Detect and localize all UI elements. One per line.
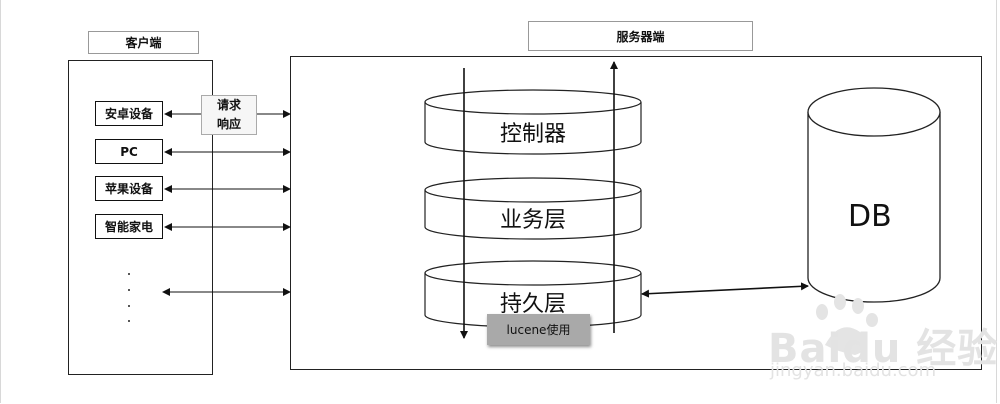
- layer-label-controller: 控制器: [499, 122, 566, 147]
- baidu-paw-icon: [816, 294, 878, 355]
- lucene-label: lucene使用: [487, 314, 590, 345]
- db-label: DB: [848, 199, 892, 234]
- db-cylinder: [807, 87, 941, 303]
- ellipsis-dot: [128, 320, 130, 322]
- device-apple: 苹果设备: [95, 176, 163, 201]
- ellipsis-dot: [128, 305, 130, 307]
- watermark-logo: Baidu 经验: [768, 326, 999, 372]
- arrow-persistence-db: [641, 282, 809, 298]
- request-response-label: 请求 响应: [201, 95, 257, 135]
- layer-label-persistence: 持久层: [499, 292, 566, 317]
- client-header: 客户端: [88, 31, 199, 54]
- layer-cylinder-persistence: [424, 260, 642, 328]
- device-pc: PC: [95, 139, 163, 164]
- layer-cylinder-controller: [424, 89, 642, 155]
- device-smart-home: 智能家电: [95, 214, 163, 239]
- response-label: 响应: [216, 117, 241, 131]
- request-label: 请求: [216, 98, 241, 112]
- watermark-url: jingyan.baidu.com: [770, 360, 937, 381]
- ellipsis-dot: [128, 289, 130, 291]
- layer-label-business: 业务层: [499, 208, 566, 233]
- device-android: 安卓设备: [95, 101, 163, 126]
- layer-cylinder-business: [424, 177, 642, 240]
- ellipsis-dot: [128, 273, 130, 275]
- server-header: 服务器端: [528, 21, 753, 51]
